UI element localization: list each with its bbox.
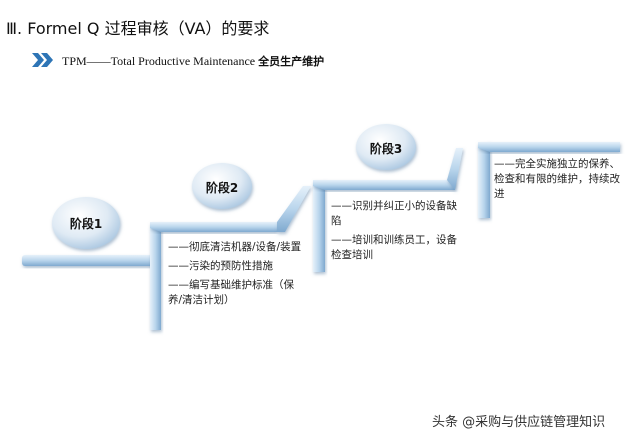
stage-3-disc [356, 124, 416, 170]
stair-connector-2 [277, 186, 311, 232]
stage-2-item: ——编写基础维护标准（保养/清洁计划） [168, 279, 294, 306]
stage-3-label: 阶段3 [369, 142, 403, 156]
page-title: Ⅲ. Formel Q 过程审核（VA）的要求 [6, 19, 270, 38]
stage-2-label: 阶段2 [205, 181, 239, 195]
double-chevron-icon [32, 53, 53, 67]
subtitle: TPM——Total Productive Maintenance 全员生产维护 [62, 53, 324, 70]
stage-2-item: ——彻底清洁机器/设备/装置 [168, 241, 302, 253]
stair-step-3 [313, 180, 455, 190]
stair-riser-3 [478, 142, 490, 218]
stage-2-items: ——彻底清洁机器/设备/装置 ——污染的预防性措施 ——编写基础维护标准（保养/… [168, 240, 308, 312]
stage-3-items: ——识别并纠正小的设备缺陷 ——培训和训练员工，设备检查培训 [331, 199, 461, 267]
watermark: 头条 @采购与供应链管理知识 [432, 415, 606, 430]
stair-step-4 [478, 142, 620, 152]
stair-riser-2 [313, 180, 325, 272]
stage-1-disc [52, 197, 120, 249]
stage-1-label: 阶段1 [69, 217, 103, 231]
stage-2-disc [192, 163, 252, 209]
stage-2-item: ——污染的预防性措施 [168, 260, 273, 272]
stage-3-item: ——识别并纠正小的设备缺陷 [331, 200, 457, 227]
stage-4-items: ——完全实施独立的保养、检查和有限的维护，持续改进 [494, 157, 626, 206]
subtitle-bold-text: 全员生产维护 [258, 55, 325, 68]
subtitle-text: TPM——Total Productive Maintenance [62, 54, 256, 68]
stair-step-2 [150, 222, 277, 232]
stair-step-1 [22, 255, 158, 266]
stage-3-item: ——培训和训练员工，设备检查培训 [331, 234, 457, 261]
stair-connector-3 [447, 148, 463, 190]
stage-4-item: ——完全实施独立的保养、检查和有限的维护，持续改进 [494, 158, 620, 200]
stair-riser-1 [150, 222, 161, 330]
